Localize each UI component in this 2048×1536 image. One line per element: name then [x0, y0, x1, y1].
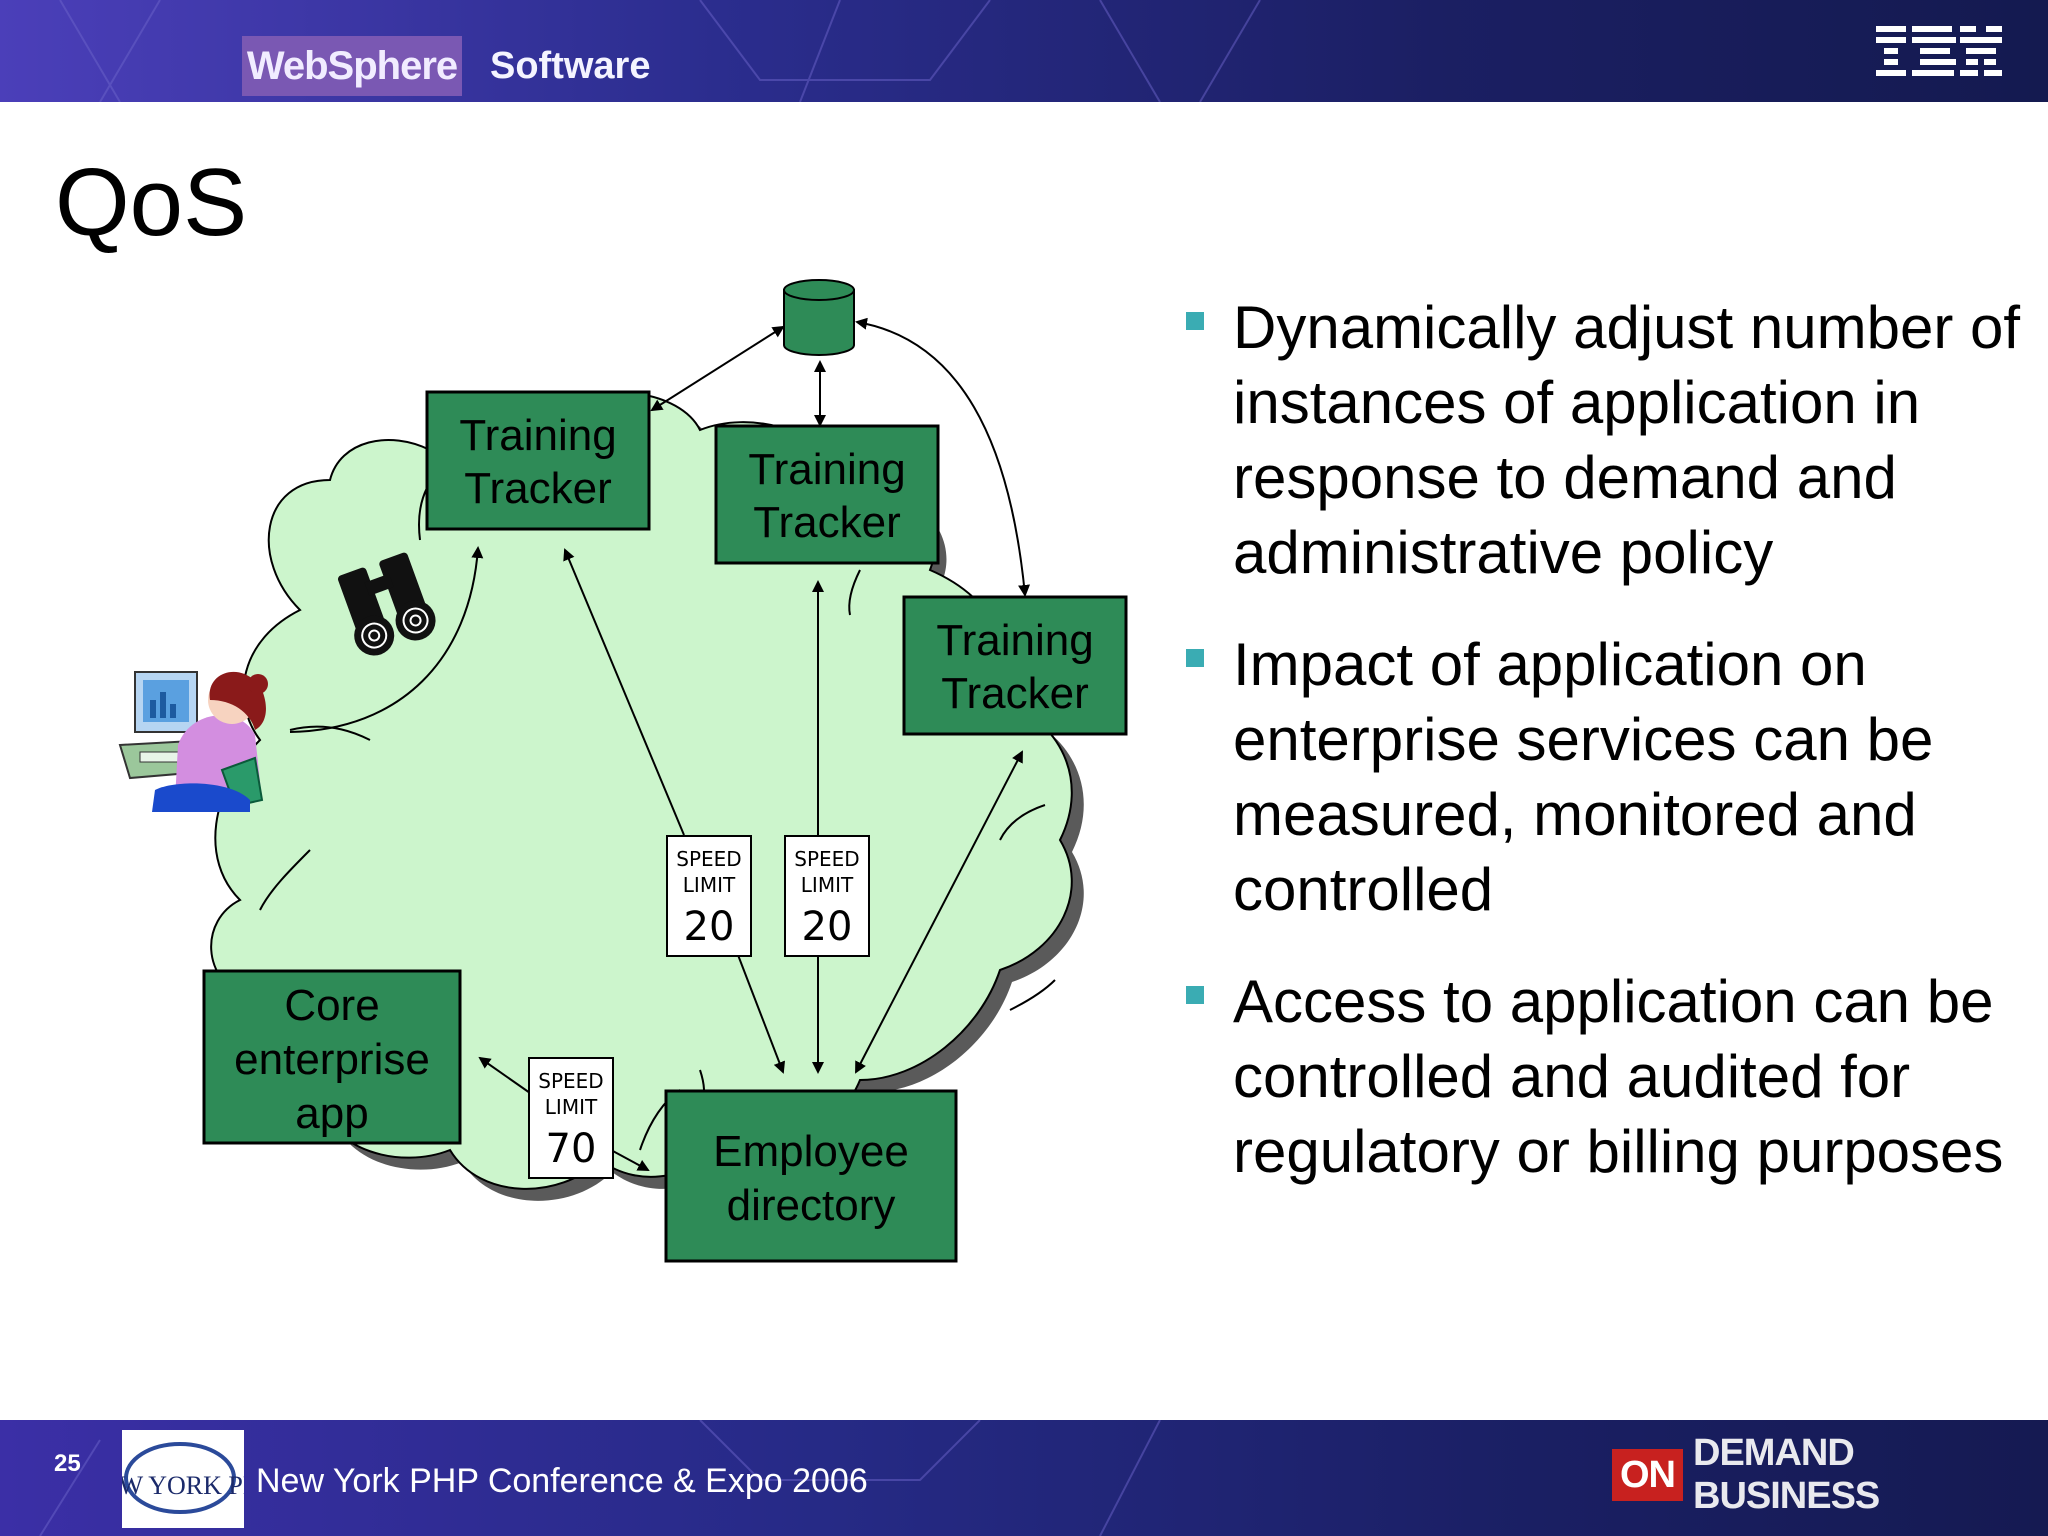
connection-arrows [289, 317, 1031, 1171]
bullet-item-2: Impact of application on enterprise serv… [1180, 627, 2020, 927]
employee-directory-box: Employee directory [664, 1089, 958, 1263]
speed-limit-sign-1: SPEED LIMIT 20 [666, 835, 752, 957]
bullet-item-1: Dynamically adjust number of instances o… [1180, 290, 2020, 590]
training-tracker-box-3: Training Tracker [902, 595, 1128, 736]
core-app-line2: enterprise [234, 1035, 430, 1084]
sign1-line1: SPEED [676, 847, 741, 871]
tracker1-line2: Tracker [464, 464, 612, 513]
page-number: 25 [54, 1450, 81, 1477]
sign2-line2: LIMIT [801, 873, 854, 897]
bullet-list: Dynamically adjust number of instances o… [1180, 290, 2020, 1226]
ny-php-logo: NEW YORK PHP [122, 1430, 244, 1528]
ibm-logo [1876, 26, 2002, 76]
tracker2-line2: Tracker [753, 498, 901, 547]
header-hex-pattern [59, 0, 1261, 102]
sign3-line2: LIMIT [545, 1095, 598, 1119]
bullet-text-1: Dynamically adjust number of instances o… [1233, 294, 2021, 586]
demand-business-text: DEMAND BUSINESS [1693, 1432, 1880, 1517]
core-app-line1: Core [284, 981, 379, 1030]
footer-hex-pattern [39, 1420, 1161, 1536]
employee-dir-line2: directory [727, 1181, 896, 1230]
bullet-square-icon [1186, 312, 1204, 330]
qos-diagram: Training Tracker Training Tracker Traini… [118, 279, 1128, 1263]
user-at-computer-icon [118, 671, 268, 812]
core-app-line3: app [295, 1089, 368, 1138]
bullet-square-icon [1186, 986, 1204, 1004]
training-tracker-box-1: Training Tracker [425, 390, 651, 531]
slide-title: QoS [55, 149, 248, 256]
database-icon [783, 279, 855, 356]
tracker1-line1: Training [459, 411, 616, 460]
core-enterprise-app-box: Core enterprise app [202, 969, 462, 1145]
employee-dir-line1: Employee [713, 1127, 909, 1176]
bullet-item-3: Access to application can be controlled … [1180, 964, 2020, 1189]
sign1-line2: LIMIT [683, 873, 736, 897]
php-logo-text: NEW YORK PHP [122, 1471, 244, 1500]
binoculars-icon [337, 552, 436, 656]
websphere-brand: WebSphere [242, 36, 462, 96]
sign2-line1: SPEED [794, 847, 859, 871]
bullet-square-icon [1186, 649, 1204, 667]
on-badge: ON [1612, 1449, 1683, 1501]
on-demand-business-logo: ON DEMAND BUSINESS [1612, 1432, 2048, 1517]
conference-name: New York PHP Conference & Expo 2006 [256, 1462, 868, 1500]
speed-limit-sign-2: SPEED LIMIT 20 [784, 835, 870, 957]
header-bar: WebSphere Software [0, 0, 2048, 102]
training-tracker-box-2: Training Tracker [714, 424, 940, 565]
sign2-value: 20 [802, 904, 853, 950]
tracker2-line1: Training [748, 445, 905, 494]
bullet-text-2: Impact of application on enterprise serv… [1233, 631, 1934, 923]
sign3-value: 70 [546, 1126, 597, 1172]
tracker3-line2: Tracker [941, 669, 1089, 718]
speed-limit-sign-3: SPEED LIMIT 70 [528, 1057, 614, 1179]
bullet-text-3: Access to application can be controlled … [1233, 968, 2004, 1185]
software-label: Software [490, 45, 651, 87]
sign3-line1: SPEED [538, 1069, 603, 1093]
tracker3-line1: Training [936, 616, 1093, 665]
footer-bar: 25 NEW YORK PHP New York PHP Conference … [0, 1420, 2048, 1536]
sign1-value: 20 [684, 904, 735, 950]
